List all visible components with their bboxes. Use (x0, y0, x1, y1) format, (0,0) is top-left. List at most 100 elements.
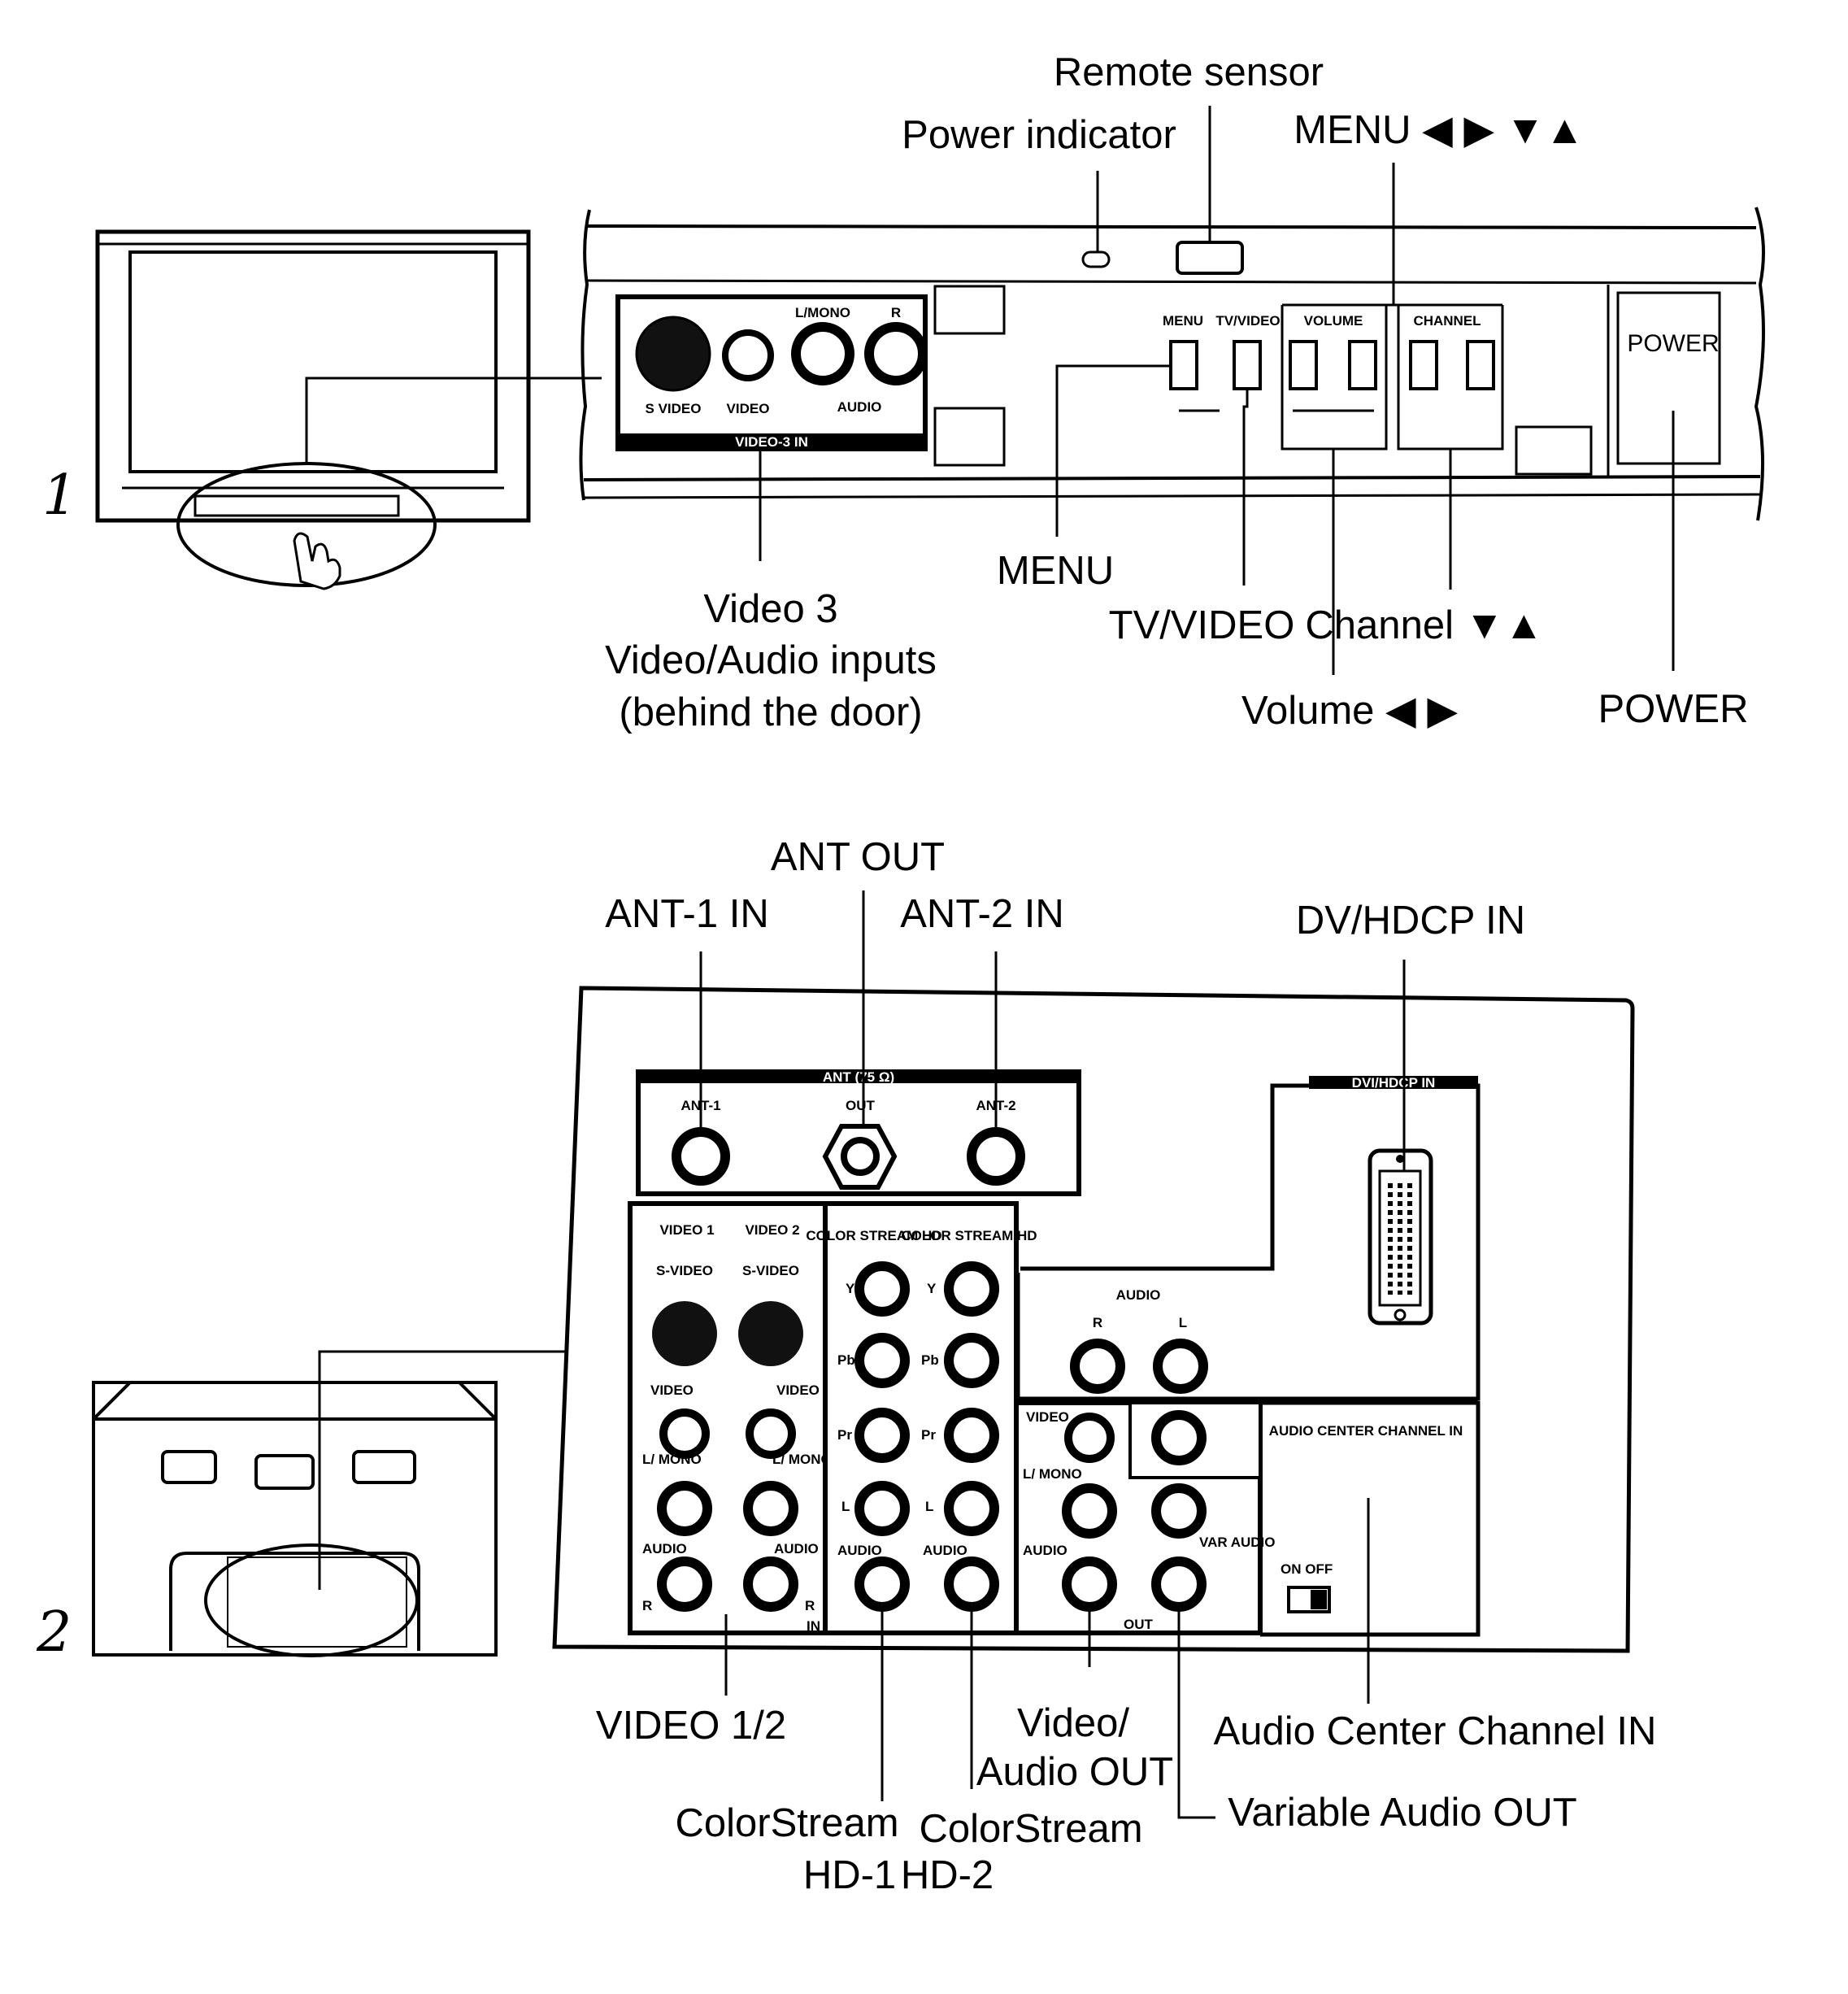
l1-text: L (841, 1499, 850, 1514)
menu-arrows-label: MENU ◀ ▶ ▼▲ (1294, 108, 1584, 152)
ant2-in-label: ANT-2 IN (900, 892, 1063, 936)
s-video2-text: S-VIDEO (742, 1263, 799, 1278)
rear-leader-lines (699, 890, 1406, 1819)
var-audio-l-jack-icon (1151, 1483, 1207, 1539)
y2-text: Y (927, 1281, 937, 1296)
dvi-hdcp-in-label: DV/HDCP IN (1296, 899, 1525, 943)
audio-center-r-jack-icon (1070, 1339, 1125, 1394)
l-mono2-text: L/ MONO (772, 1452, 832, 1467)
colorstream-hd2-label-line1: ColorStream (919, 1807, 1142, 1851)
cs-audio1-text: AUDIO (837, 1543, 882, 1558)
power-indicator-led (1081, 250, 1111, 268)
volume-button-text: VOLUME (1304, 313, 1363, 329)
audio-header-text: AUDIO (1116, 1287, 1161, 1303)
menu-button[interactable] (1169, 340, 1198, 390)
power-button[interactable] (1616, 291, 1721, 465)
remote-sensor-label: Remote sensor (1054, 50, 1324, 94)
y1-text: Y (846, 1281, 855, 1296)
out-audio-text: AUDIO (1023, 1543, 1067, 1558)
video3-label-line3: (behind the door) (619, 690, 922, 734)
video-audio-out-label-line2: Audio OUT (976, 1750, 1173, 1794)
audio-center-in-jack-icon (1151, 1410, 1207, 1465)
video-text: VIDEO (727, 401, 770, 416)
pr1-jack-icon (854, 1408, 910, 1463)
volume-down-button[interactable] (1289, 340, 1318, 390)
audio-r-jack-icon (864, 322, 928, 385)
ant2-in-jack-icon (967, 1127, 1025, 1186)
volume-up-button[interactable] (1348, 340, 1377, 390)
colorstream-hd1-label-line1: ColorStream (675, 1801, 898, 1845)
audio-text: AUDIO (837, 399, 882, 415)
tv-video-label: TV/VIDEO (1109, 603, 1295, 647)
tv-video-button[interactable] (1233, 340, 1262, 390)
out-footer-text: OUT (1124, 1617, 1154, 1632)
channel-up-button[interactable] (1466, 340, 1495, 390)
s-video2-jack-icon (738, 1301, 803, 1366)
out-video-text: VIDEO (1026, 1409, 1069, 1425)
video2-jack-text: VIDEO (776, 1382, 820, 1398)
ant1-in-label: ANT-1 IN (605, 892, 768, 936)
step-marker-2: 2 (36, 1600, 72, 1665)
ant-header-text: ANT (75 Ω) (823, 1069, 894, 1085)
var-audio-text: VAR AUDIO (1199, 1535, 1276, 1550)
front-zoom-leader-line (305, 377, 602, 465)
video-audio-out-label-line1: Video/ (1017, 1701, 1129, 1745)
front-leader-lines (759, 106, 1675, 675)
video1-text: VIDEO 1 (659, 1222, 714, 1238)
audio-center-channel-in-label: Audio Center Channel IN (1214, 1709, 1657, 1753)
tv-front-thumbnail (95, 229, 531, 523)
audio1-text: AUDIO (642, 1541, 687, 1556)
audio2-text: AUDIO (774, 1541, 819, 1556)
center-channel-toggle[interactable] (1287, 1586, 1331, 1613)
ant1-in-jack-icon (672, 1127, 730, 1186)
r1-text: R (642, 1598, 652, 1613)
rear-zoom-leader-line (318, 1350, 598, 1590)
colorstream2-text: COLOR STREAM HD (901, 1228, 1037, 1243)
audio-r1-jack-icon (657, 1556, 712, 1612)
s-video-text: S VIDEO (646, 401, 702, 416)
power-indicator-label: Power indicator (902, 113, 1176, 157)
video12-label: VIDEO 1/2 (596, 1704, 786, 1748)
front-control-panel (579, 207, 1765, 521)
audio-r2-jack-icon (743, 1556, 798, 1612)
power-button-text: POWER (1627, 330, 1719, 357)
var-audio-r-jack-icon (1151, 1556, 1207, 1612)
pb1-text: Pb (837, 1352, 855, 1368)
dvi-hdcp-block: DVI/HDCP IN (1020, 1075, 1481, 1400)
pr2-jack-icon (944, 1408, 999, 1463)
channel-label: Channel ▼▲ (1305, 603, 1543, 647)
r-text: R (891, 305, 901, 320)
remote-sensor-window (1176, 241, 1244, 275)
video2-text: VIDEO 2 (745, 1222, 799, 1238)
out-audio-l-jack-icon (1062, 1483, 1117, 1539)
audio-center-text: AUDIO CENTER CHANNEL IN (1269, 1423, 1463, 1439)
step-marker-1: 1 (42, 464, 77, 528)
rear-panel-zoom-ellipse (204, 1543, 419, 1657)
video-audio-out-block: VIDEO L/ MONO AUDIO VAR AUDIO OUT (1014, 1400, 1276, 1635)
video3-label-line2: Video/Audio inputs (605, 638, 937, 682)
cs-audio-r1-jack-icon (854, 1556, 910, 1612)
audio-input-block: AUDIO R L (1015, 1273, 1478, 1401)
video1-jack-text: VIDEO (650, 1382, 694, 1398)
audio-r-text: R (1093, 1315, 1102, 1330)
video3-label-line1: Video 3 (703, 587, 837, 631)
pb1-jack-icon (854, 1333, 910, 1388)
cs-audio-l2-jack-icon (944, 1481, 999, 1536)
l2-text: L (925, 1499, 933, 1514)
s-video-jack-icon (635, 316, 711, 392)
dvi-connector-icon (1368, 1148, 1433, 1326)
channel-down-button[interactable] (1409, 340, 1438, 390)
dvi-header-text: DVI/HDCP IN (1352, 1075, 1436, 1091)
audio-l-jack-icon (791, 322, 854, 385)
pb2-jack-icon (944, 1333, 999, 1388)
s-video1-text: S-VIDEO (656, 1263, 713, 1278)
video12-input-block: VIDEO 1 VIDEO 2 S-VIDEO S-VIDEO VIDEO VI… (628, 1201, 832, 1635)
volume-label: Volume ◀ ▶ (1241, 689, 1458, 733)
audio-l1-jack-icon (657, 1481, 712, 1536)
s-video1-jack-icon (652, 1301, 717, 1366)
out-video-jack-icon (1064, 1413, 1115, 1463)
audio-center-l-jack-icon (1153, 1339, 1208, 1394)
variable-audio-out-label: Variable Audio OUT (1228, 1791, 1576, 1835)
colorstream-hd2-label-line2: HD-2 (901, 1853, 994, 1897)
